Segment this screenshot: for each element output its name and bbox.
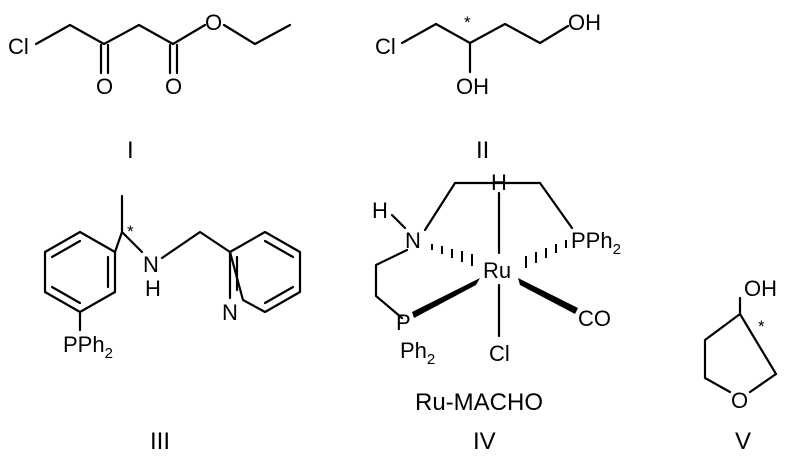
compound-I: Cl O O O I	[8, 10, 292, 164]
compound-V-label: V	[735, 428, 751, 455]
c1-ester-o-atom: O	[205, 10, 222, 35]
c5-ring-bonds	[703, 312, 778, 394]
c4-cl-atom: Cl	[489, 341, 510, 366]
c1-chain-bonds	[34, 23, 207, 46]
c1-ester-carbonyl-o-atom: O	[165, 74, 182, 99]
c4-p2-atom: P	[396, 310, 411, 335]
c3-phosphine-atom: PPh2	[63, 332, 113, 362]
c2-chain-bonds	[400, 22, 570, 45]
c2-cl-atom: Cl	[375, 34, 396, 59]
c4-hashed-bond-ru-p	[525, 240, 567, 268]
c4-amine-n-atom: N	[405, 228, 421, 253]
compound-IV: H N H Ru PPh2 P	[372, 170, 621, 455]
c4-co-atom: CO	[578, 306, 611, 331]
c3-amine-n-atom: N	[143, 252, 159, 277]
c3-stereocenter-bonds	[113, 194, 144, 254]
c4-phosphine1-text: PPh	[571, 228, 613, 253]
c4-hashed-bond-ru-n	[431, 244, 473, 266]
c4-metal-h-atom: H	[491, 170, 507, 195]
c3-amine-h-atom: H	[145, 276, 161, 301]
c2-stereo-marker: *	[464, 13, 471, 32]
c3-stereo-marker: *	[127, 222, 134, 241]
c3-benzene-double-1	[50, 239, 82, 259]
compound-II: Cl * OH OH II	[375, 10, 601, 164]
c5-oh-atom: OH	[744, 276, 777, 301]
c1-ethyl-bonds	[222, 23, 292, 46]
c3-pyridine-double-1	[263, 239, 295, 259]
c3-benzene-ring	[43, 230, 117, 314]
c4-wedge-bond-ru-co	[518, 278, 578, 314]
c5-ring-o-atom: O	[731, 388, 748, 413]
c3-pyridine-double-2	[263, 285, 295, 305]
c3-phosphine-text: PPh	[63, 332, 105, 357]
c4-phosphine1-subscript: 2	[613, 241, 621, 258]
c2-oh-atom-2: OH	[568, 10, 601, 35]
compound-II-label: II	[476, 137, 489, 164]
c3-ch2-bonds	[160, 230, 232, 260]
c3-phosphine-subscript: 2	[105, 345, 113, 362]
c3-pyridine-n-atom: N	[222, 300, 238, 325]
c4-wedge-bond-ru-p2	[412, 278, 480, 318]
c4-upper-arm-bonds	[423, 181, 574, 232]
compound-V: OH * O V	[703, 276, 778, 455]
c4-nh-bond	[390, 213, 407, 230]
c1-cl-atom: Cl	[8, 34, 29, 59]
c3-benzene-double-3	[50, 285, 82, 305]
compound-I-label: I	[127, 137, 134, 164]
c2-oh-atom-1: OH	[456, 74, 489, 99]
c4-p2-subst-text: Ph	[400, 338, 427, 363]
c3-pyridine-ring	[228, 230, 302, 314]
compound-III: * N H N PPh2 III	[43, 194, 302, 455]
compound-IV-name: Ru-MACHO	[415, 389, 543, 416]
c4-phosphine1-atom: PPh2	[571, 228, 621, 258]
compound-IV-label: IV	[473, 428, 496, 455]
c4-metal-atom: Ru	[483, 258, 511, 283]
c4-p2-subst-subscript: 2	[427, 351, 435, 368]
c4-lower-arm-bonds	[374, 248, 409, 320]
c4-p2-subst-atom: Ph2	[400, 338, 435, 368]
c5-stereo-marker: *	[758, 317, 765, 336]
c4-amine-h-atom: H	[372, 198, 388, 223]
c1-ketone-o-atom: O	[96, 74, 113, 99]
compound-III-label: III	[150, 428, 170, 455]
